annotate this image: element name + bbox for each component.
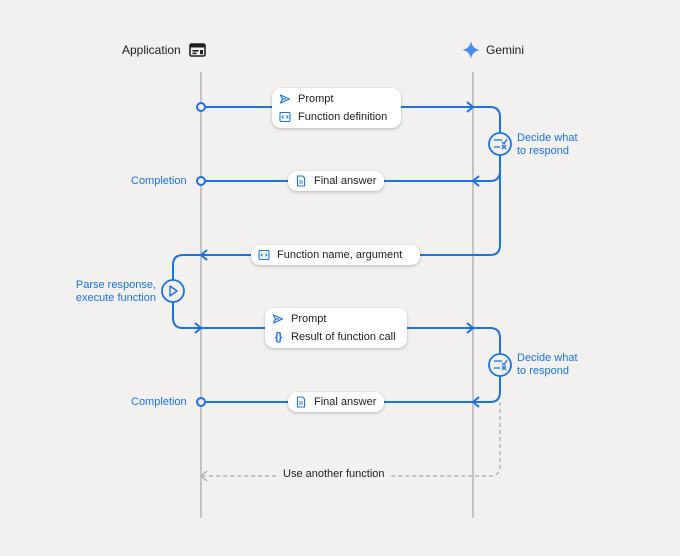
function-definition-row: Function definition (278, 108, 401, 126)
gemini-header: Gemini (462, 41, 524, 59)
start-endpoint (196, 102, 206, 112)
use-another-function-label: Use another function (277, 468, 391, 480)
function-name-pill: Function name, argument (251, 245, 420, 265)
completion-label-2: Completion (131, 396, 187, 408)
send-arrow-icon (271, 312, 285, 326)
document-icon (294, 395, 308, 409)
request-pill-1: Prompt Function definition (272, 88, 401, 128)
gemini-title: Gemini (486, 43, 525, 57)
final-answer-label-2: Final answer (314, 396, 377, 408)
decide-label-1: Decide what to respond (517, 132, 578, 157)
decide-icon-1 (488, 132, 512, 156)
parse-response-label: Parse response, execute function (75, 279, 156, 304)
app-window-icon (188, 43, 206, 57)
prompt-row-2: Prompt (271, 310, 407, 328)
code-box-icon (278, 110, 292, 124)
document-icon (294, 174, 308, 188)
prompt-label-2: Prompt (291, 313, 327, 325)
braces-icon: {} (274, 331, 283, 343)
result-of-function-call-label: Result of function call (291, 331, 396, 343)
code-box-icon (257, 248, 271, 262)
prompt-label-1: Prompt (298, 93, 334, 105)
result-row: {} Result of function call (271, 328, 407, 346)
completion-label-1: Completion (131, 175, 187, 187)
decide-icon-2 (488, 353, 512, 377)
prompt-row-1: Prompt (278, 90, 401, 108)
send-arrow-icon (278, 92, 292, 106)
completion-endpoint-1 (196, 176, 206, 186)
final-answer-pill-2: Final answer (288, 392, 384, 412)
decide-loop-1 (473, 106, 501, 256)
function-name-label: Function name, argument (277, 249, 403, 261)
completion-endpoint-2 (196, 397, 206, 407)
final-answer-label-1: Final answer (314, 175, 377, 187)
application-header: Application (122, 43, 206, 57)
gemini-sparkle-icon (462, 41, 480, 59)
play-icon (161, 279, 185, 303)
use-another-function-loop (201, 402, 501, 477)
function-definition-label: Function definition (298, 111, 388, 123)
application-title: Application (122, 43, 181, 57)
request-pill-2: Prompt {} Result of function call (265, 308, 407, 348)
decide-label-2: Decide what to respond (517, 352, 578, 377)
final-answer-pill-1: Final answer (288, 171, 384, 191)
